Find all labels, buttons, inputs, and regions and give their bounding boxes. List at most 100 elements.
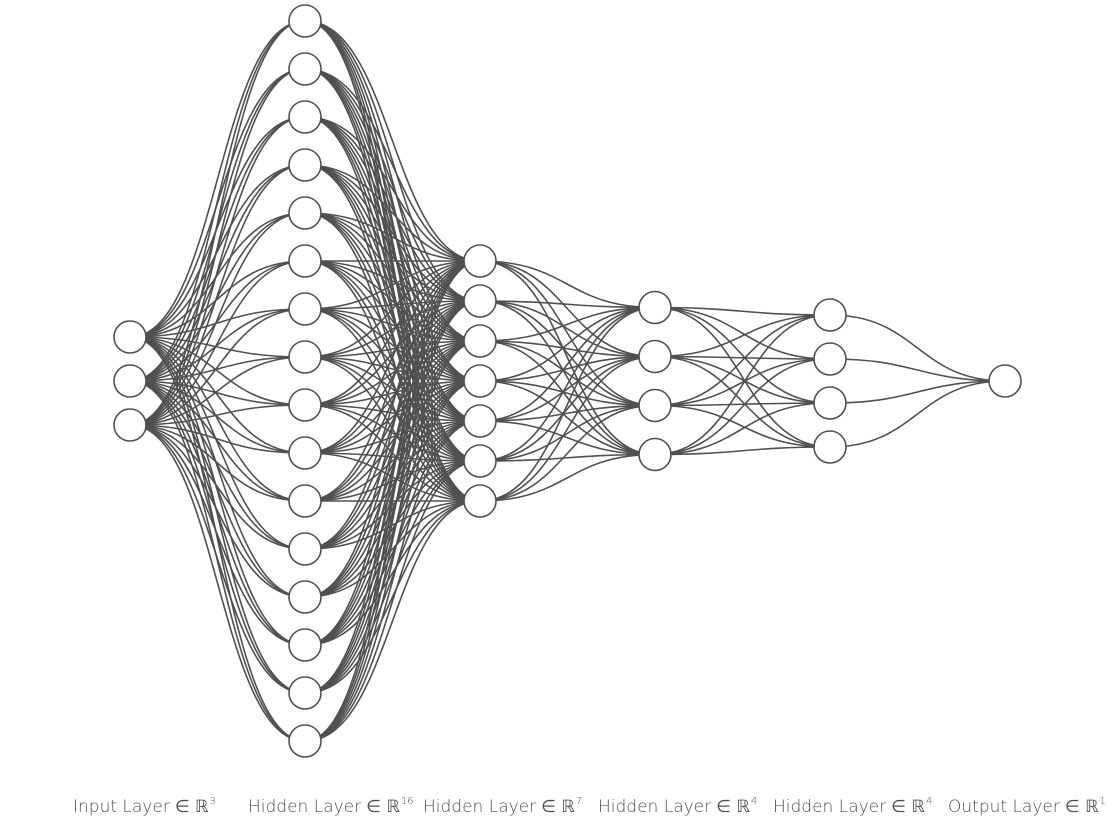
neuron-layer1-2 [288, 100, 322, 134]
edge-l1-4-l2-3 [304, 212, 481, 382]
edge-l3-0-l4-1 [654, 306, 831, 360]
edge-l1-11-l2-1 [304, 300, 481, 550]
edge-l1-3-l2-2 [304, 164, 481, 342]
neuron-layer4-3 [813, 430, 847, 464]
edge-l0-1-l1-10 [129, 380, 306, 502]
neuron-layer0-1 [113, 364, 147, 398]
edge-l1-1-l2-3 [304, 68, 481, 382]
edge-l0-2-l1-10 [129, 424, 306, 502]
edge-l0-2-l1-12 [129, 424, 306, 598]
edge-l1-13-l2-4 [304, 420, 481, 646]
edge-l1-13-l2-5 [304, 460, 481, 646]
layer-label-dim: 4 [926, 796, 932, 807]
layer-label-dim: 3 [210, 796, 216, 807]
edge-l1-8-l2-4 [304, 404, 481, 422]
layer-label-2: Hidden Layer∈ ℝ7 [423, 796, 582, 817]
layer-label-name: Hidden Layer [248, 797, 361, 817]
neuron-layer2-1 [463, 284, 497, 318]
layer-label-name: Input Layer [73, 797, 170, 817]
edge-l2-3-l3-1 [479, 355, 656, 382]
edge-l4-3-l5-0 [829, 380, 1006, 448]
edge-l3-0-l4-2 [654, 306, 831, 404]
edge-l2-5-l3-0 [479, 306, 656, 462]
edge-l1-11-l2-2 [304, 340, 481, 550]
edge-l1-7-l2-4 [304, 356, 481, 422]
edge-l1-9-l2-4 [304, 420, 481, 454]
edge-l2-0-l3-3 [479, 260, 656, 456]
edge-l2-0-l3-2 [479, 260, 656, 407]
edge-l0-2-l1-15 [129, 424, 306, 742]
edge-l0-2-l1-4 [129, 212, 306, 426]
edge-l1-15-l2-2 [304, 340, 481, 742]
edge-l1-8-l2-0 [304, 260, 481, 406]
edge-l4-2-l5-0 [829, 380, 1006, 404]
edge-l2-2-l3-1 [479, 340, 656, 358]
layer-label-name: Output Layer [948, 797, 1060, 817]
edge-l0-2-l1-1 [129, 68, 306, 426]
edge-l1-6-l2-3 [304, 308, 481, 382]
layer-label-symbol: ∈ ℝ [891, 797, 925, 817]
edge-l1-5-l2-5 [304, 260, 481, 462]
edge-l1-13-l2-0 [304, 260, 481, 646]
edge-l1-2-l2-3 [304, 116, 481, 382]
neuron-layer1-13 [288, 628, 322, 662]
edge-l1-12-l2-5 [304, 460, 481, 598]
edge-l0-0-l1-7 [129, 336, 306, 358]
edge-l3-2-l4-2 [654, 402, 831, 407]
edge-l3-1-l4-1 [654, 355, 831, 360]
neuron-layer1-0 [288, 4, 322, 38]
edge-l1-12-l2-0 [304, 260, 481, 598]
edge-l1-9-l2-5 [304, 452, 481, 462]
edge-l1-3-l2-4 [304, 164, 481, 422]
edge-l2-6-l3-1 [479, 355, 656, 502]
edge-l1-15-l2-1 [304, 300, 481, 742]
edge-l1-14-l2-3 [304, 380, 481, 694]
edge-l1-7-l2-0 [304, 260, 481, 358]
neuron-layer0-0 [113, 320, 147, 354]
edge-l1-7-l2-2 [304, 340, 481, 358]
edge-l2-5-l3-1 [479, 355, 656, 462]
edge-l0-2-l1-11 [129, 424, 306, 550]
edge-l1-3-l2-3 [304, 164, 481, 382]
layer-label-dim: 4 [751, 796, 757, 807]
edge-l1-7-l2-3 [304, 356, 481, 382]
edge-l2-3-l3-2 [479, 380, 656, 407]
edge-l1-1-l2-0 [304, 68, 481, 262]
edge-l1-4-l2-2 [304, 212, 481, 342]
edge-l1-5-l2-4 [304, 260, 481, 422]
edge-l1-0-l2-5 [304, 20, 481, 462]
edge-l0-0-l1-12 [129, 336, 306, 598]
neuron-layer1-14 [288, 676, 322, 710]
edge-l2-0-l3-0 [479, 260, 656, 309]
layer-label-dim: 1 [1100, 796, 1106, 807]
edge-l2-5-l3-3 [479, 453, 656, 462]
edge-l0-2-l1-8 [129, 404, 306, 426]
edge-l2-2-l3-0 [479, 306, 656, 342]
edge-l1-1-l2-1 [304, 68, 481, 302]
edge-l3-1-l4-0 [654, 314, 831, 358]
edge-l1-2-l2-5 [304, 116, 481, 462]
edge-l0-2-l1-13 [129, 424, 306, 646]
edge-l3-3-l4-0 [654, 314, 831, 456]
neuron-layer2-5 [463, 444, 497, 478]
edge-l0-2-l1-6 [129, 308, 306, 426]
edge-l1-8-l2-5 [304, 404, 481, 462]
edge-l1-12-l2-2 [304, 340, 481, 598]
edge-l0-2-l1-2 [129, 116, 306, 426]
layer-label-symbol: ∈ ℝ [175, 797, 209, 817]
edge-l0-0-l1-5 [129, 260, 306, 338]
edge-l1-10-l2-1 [304, 300, 481, 502]
layer-label-name: Hidden Layer [423, 797, 536, 817]
neuron-layer1-5 [288, 244, 322, 278]
edge-l0-1-l1-6 [129, 308, 306, 382]
neuron-layer5-0 [988, 364, 1022, 398]
edge-l0-1-l1-0 [129, 20, 306, 382]
neuron-layer3-0 [638, 290, 672, 325]
neuron-layer4-2 [813, 386, 847, 420]
edge-l1-11-l2-4 [304, 420, 481, 550]
edge-l0-2-l1-9 [129, 424, 306, 454]
edge-l1-12-l2-1 [304, 300, 481, 598]
edge-l1-13-l2-6 [304, 500, 481, 646]
neuron-layer2-2 [463, 324, 497, 358]
